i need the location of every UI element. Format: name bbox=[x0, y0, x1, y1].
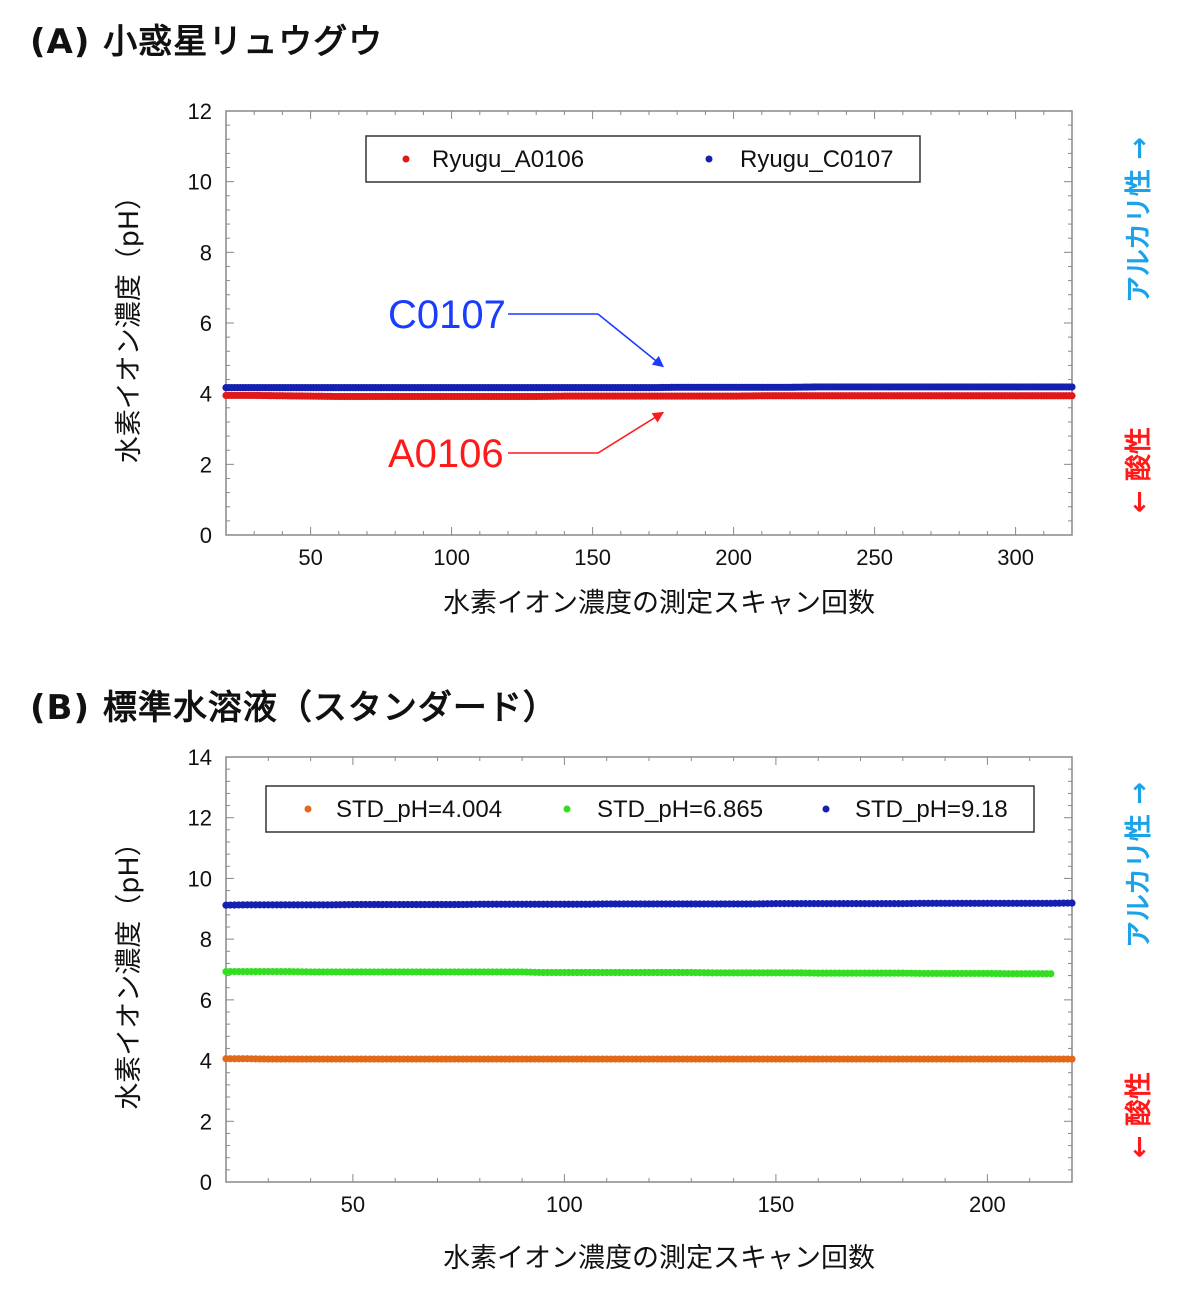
y-tick-label: 2 bbox=[200, 1109, 212, 1134]
x-tick-label: 50 bbox=[298, 545, 322, 570]
legend-label: STD_pH=6.865 bbox=[597, 796, 763, 823]
annotation-label: A0106 bbox=[388, 432, 504, 476]
series-std-ph-6-865 bbox=[222, 968, 1055, 978]
legend-label: STD_pH=4.004 bbox=[336, 796, 502, 823]
legend-label: STD_pH=9.18 bbox=[855, 796, 1008, 823]
x-tick-label: 100 bbox=[433, 545, 470, 570]
x-tick-label: 50 bbox=[341, 1192, 365, 1217]
panel-b-title: (B) 標準水溶液（スタンダード） bbox=[30, 688, 558, 728]
annotation-label: C0107 bbox=[388, 293, 506, 337]
legend: Ryugu_A0106 Ryugu_C0107 bbox=[365, 135, 921, 183]
acidic-label: ← 酸性 bbox=[1124, 1072, 1155, 1158]
series-std-ph-4-004 bbox=[222, 1055, 1076, 1063]
alkaline-label: アルカリ性 → bbox=[1124, 782, 1155, 948]
x-tick-label: 100 bbox=[546, 1192, 583, 1217]
y-tick-label: 4 bbox=[200, 382, 212, 407]
series-ryugu-c0107 bbox=[222, 383, 1076, 392]
x-axis-title: 水素イオン濃度の測定スキャン回数 bbox=[443, 1243, 875, 1274]
y-tick-label: 6 bbox=[200, 988, 212, 1013]
legend-label: Ryugu_A0106 bbox=[432, 146, 584, 173]
annotation-arrow bbox=[508, 313, 664, 368]
chart-ryugu: 0 2 4 6 8 10 12 50 100 150 200 250 300 水素イオン濃度（pH） 水素イ… bbox=[114, 99, 1155, 619]
y-tick-label: 0 bbox=[200, 523, 212, 548]
annotation-arrow bbox=[508, 411, 665, 454]
x-tick-label: 200 bbox=[969, 1192, 1006, 1217]
legend: STD_pH=4.004 STD_pH=6.865 STD_pH=9.18 bbox=[265, 785, 1035, 833]
legend-marker bbox=[822, 805, 830, 813]
legend-marker bbox=[705, 155, 713, 163]
y-tick-label: 0 bbox=[200, 1170, 212, 1195]
y-axis-title: 水素イオン濃度（pH） bbox=[114, 829, 145, 1109]
x-tick-label: 150 bbox=[758, 1192, 795, 1217]
y-tick-label: 14 bbox=[188, 745, 212, 770]
legend-box bbox=[265, 785, 1035, 833]
x-axis-title: 水素イオン濃度の測定スキャン回数 bbox=[443, 588, 875, 619]
legend-marker bbox=[402, 155, 410, 163]
data-point bbox=[1068, 392, 1076, 400]
data-point bbox=[1047, 970, 1055, 978]
series-ryugu-a0106 bbox=[222, 391, 1076, 401]
y-tick-label: 8 bbox=[200, 240, 212, 265]
data-point bbox=[1068, 1055, 1076, 1063]
y-tick-label: 10 bbox=[188, 170, 212, 195]
series-std-ph-9-18 bbox=[222, 899, 1076, 909]
legend-marker bbox=[563, 805, 571, 813]
legend-box bbox=[365, 135, 921, 183]
y-tick-label: 8 bbox=[200, 927, 212, 952]
x-tick-label: 150 bbox=[574, 545, 611, 570]
x-tick-label: 300 bbox=[997, 545, 1034, 570]
legend-label: Ryugu_C0107 bbox=[740, 146, 893, 173]
y-tick-label: 4 bbox=[200, 1049, 212, 1074]
data-point bbox=[1068, 899, 1076, 907]
y-tick-label: 2 bbox=[200, 452, 212, 477]
y-tick-label: 6 bbox=[200, 311, 212, 336]
x-tick-label: 250 bbox=[856, 545, 893, 570]
acidic-label: ← 酸性 bbox=[1124, 427, 1155, 513]
x-tick-label: 200 bbox=[715, 545, 752, 570]
y-axis-title: 水素イオン濃度（pH） bbox=[114, 183, 145, 463]
panel-a-title: (A) 小惑星リュウグウ bbox=[30, 22, 384, 62]
data-point bbox=[1068, 383, 1076, 391]
y-tick-label: 12 bbox=[188, 99, 212, 124]
y-tick-label: 12 bbox=[188, 806, 212, 831]
legend-marker bbox=[304, 805, 312, 813]
alkaline-label: アルカリ性 → bbox=[1124, 137, 1155, 303]
y-tick-label: 10 bbox=[188, 866, 212, 891]
